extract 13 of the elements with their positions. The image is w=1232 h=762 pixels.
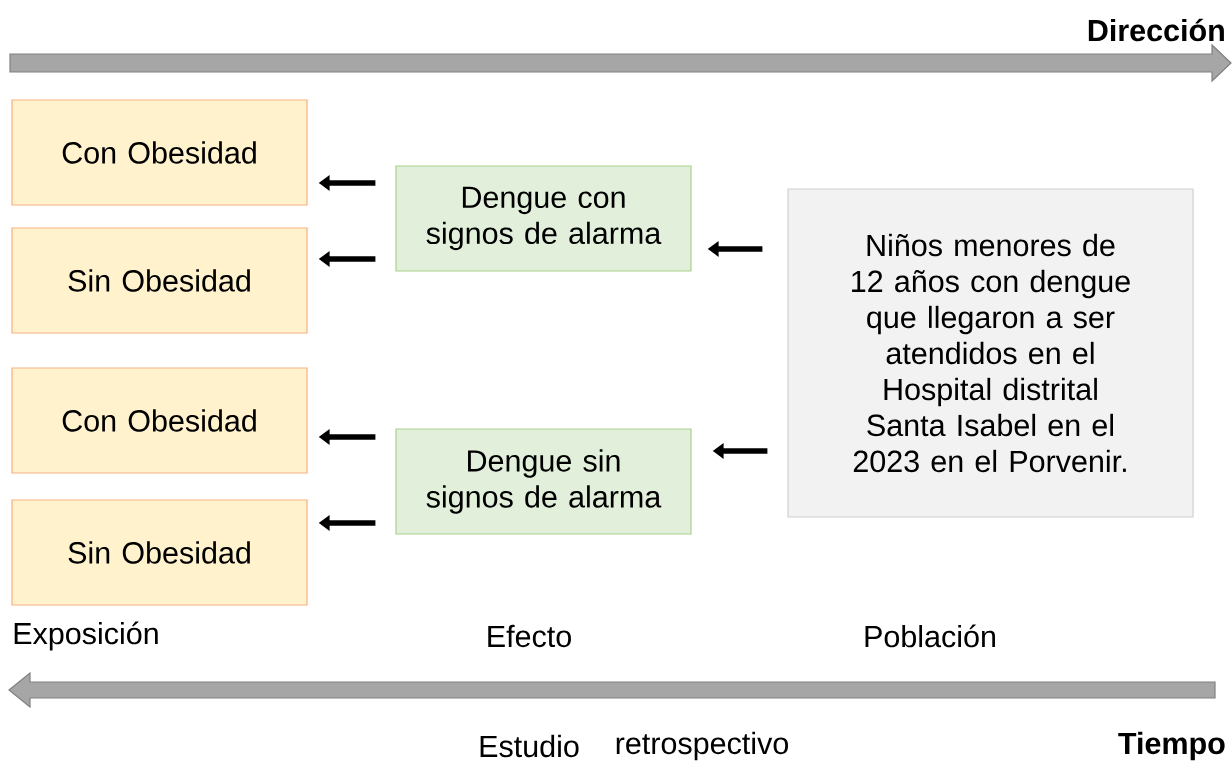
exposure-box: Con Obesidad (11, 99, 308, 206)
exposure-box: Sin Obesidad (11, 499, 308, 606)
population-box: Niños menores de 12 años con dengue que llegaron a ser atendidos en el Hospital distrital Santa Isabel en el 2023 en el Porvenir. (787, 188, 1194, 518)
axis-label: Tiempo (1118, 731, 1225, 761)
outcome-box: Dengue sin signos de alarma (395, 428, 692, 535)
axis-label: Población (865, 624, 995, 648)
exposure-box: Con Obesidad (11, 367, 308, 474)
axis-label: Dirección (1088, 18, 1224, 42)
axis-label: retrospectivo (616, 731, 788, 761)
outcome-box: Dengue con signos de alarma (395, 165, 692, 272)
axis-label: Efecto (488, 624, 571, 648)
axis-label: Estudio (480, 734, 579, 758)
exposure-box: Sin Obesidad (11, 227, 308, 334)
